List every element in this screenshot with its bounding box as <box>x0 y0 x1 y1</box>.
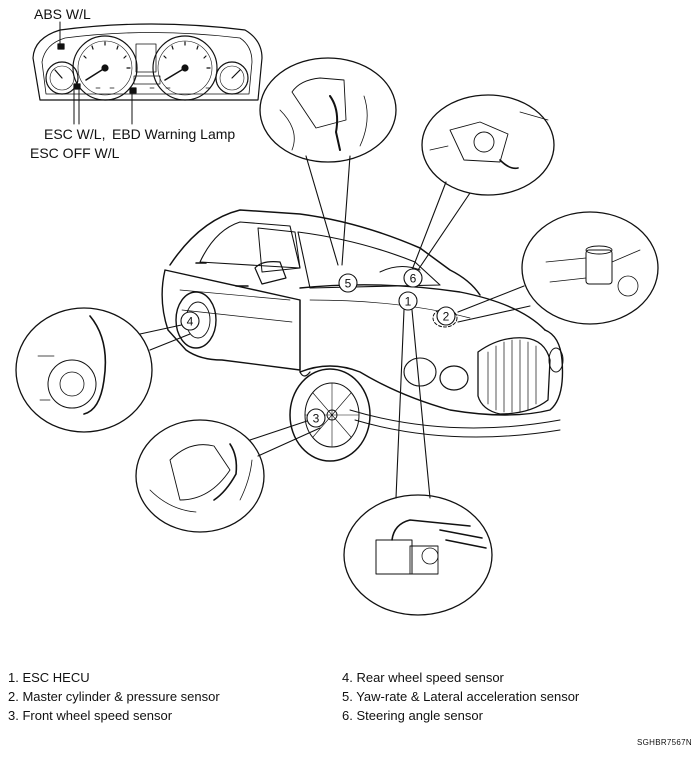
legend-item-2: 2. Master cylinder & pressure sensor <box>8 689 220 704</box>
instrument-cluster <box>32 21 263 125</box>
legend-item-3: 3. Front wheel speed sensor <box>8 708 173 723</box>
speedometer <box>72 35 138 101</box>
front-wheel <box>289 368 371 462</box>
detail-master-cylinder <box>457 211 659 325</box>
abs-warning-label: ABS W/L <box>34 6 91 22</box>
legend-item-6: 6. Steering angle sensor <box>342 708 483 723</box>
abs-warning-lamp <box>57 43 65 50</box>
marker-4: 4 <box>180 311 200 331</box>
ebd-warning-label: EBD Warning Lamp <box>112 126 236 142</box>
marker-1: 1 <box>398 291 418 311</box>
legend-item-4: 4. Rear wheel speed sensor <box>342 670 504 685</box>
temp-gauge <box>215 61 249 95</box>
legend-item-5: 5. Yaw-rate & Lateral acceleration senso… <box>342 689 580 704</box>
ebd-warning-lamp <box>129 87 137 94</box>
legend-right: 4. Rear wheel speed sensor 5. Yaw-rate &… <box>342 668 579 725</box>
esc-leader <box>73 89 80 125</box>
detail-rear-wheel-sensor <box>15 307 191 433</box>
marker-1-label: 1 <box>405 295 412 309</box>
legend-item-1: 1. ESC HECU <box>8 670 90 685</box>
marker-2: 2 <box>436 306 456 326</box>
detail-steering-angle-sensor <box>411 94 555 271</box>
legend-left: 1. ESC HECU 2. Master cylinder & pressur… <box>8 668 220 725</box>
marker-6-label: 6 <box>410 272 417 286</box>
marker-5: 5 <box>338 273 358 293</box>
marker-6: 6 <box>403 268 423 288</box>
tachometer <box>152 35 218 101</box>
detail-esc-hecu <box>343 309 493 616</box>
esc-warning-label: ESC W/L, <box>44 126 106 142</box>
esc-warning-lamp <box>73 83 81 90</box>
marker-5-label: 5 <box>345 277 352 291</box>
detail-front-wheel-sensor <box>135 417 321 533</box>
esc-off-warning-label: ESC OFF W/L <box>30 145 120 161</box>
marker-2-label: 2 <box>443 310 450 324</box>
marker-3: 3 <box>306 408 326 428</box>
detail-yaw-rate-sensor <box>259 57 397 266</box>
marker-3-label: 3 <box>313 412 320 426</box>
marker-4-label: 4 <box>187 315 194 329</box>
figure-code: SGHBR7567N <box>636 738 692 747</box>
